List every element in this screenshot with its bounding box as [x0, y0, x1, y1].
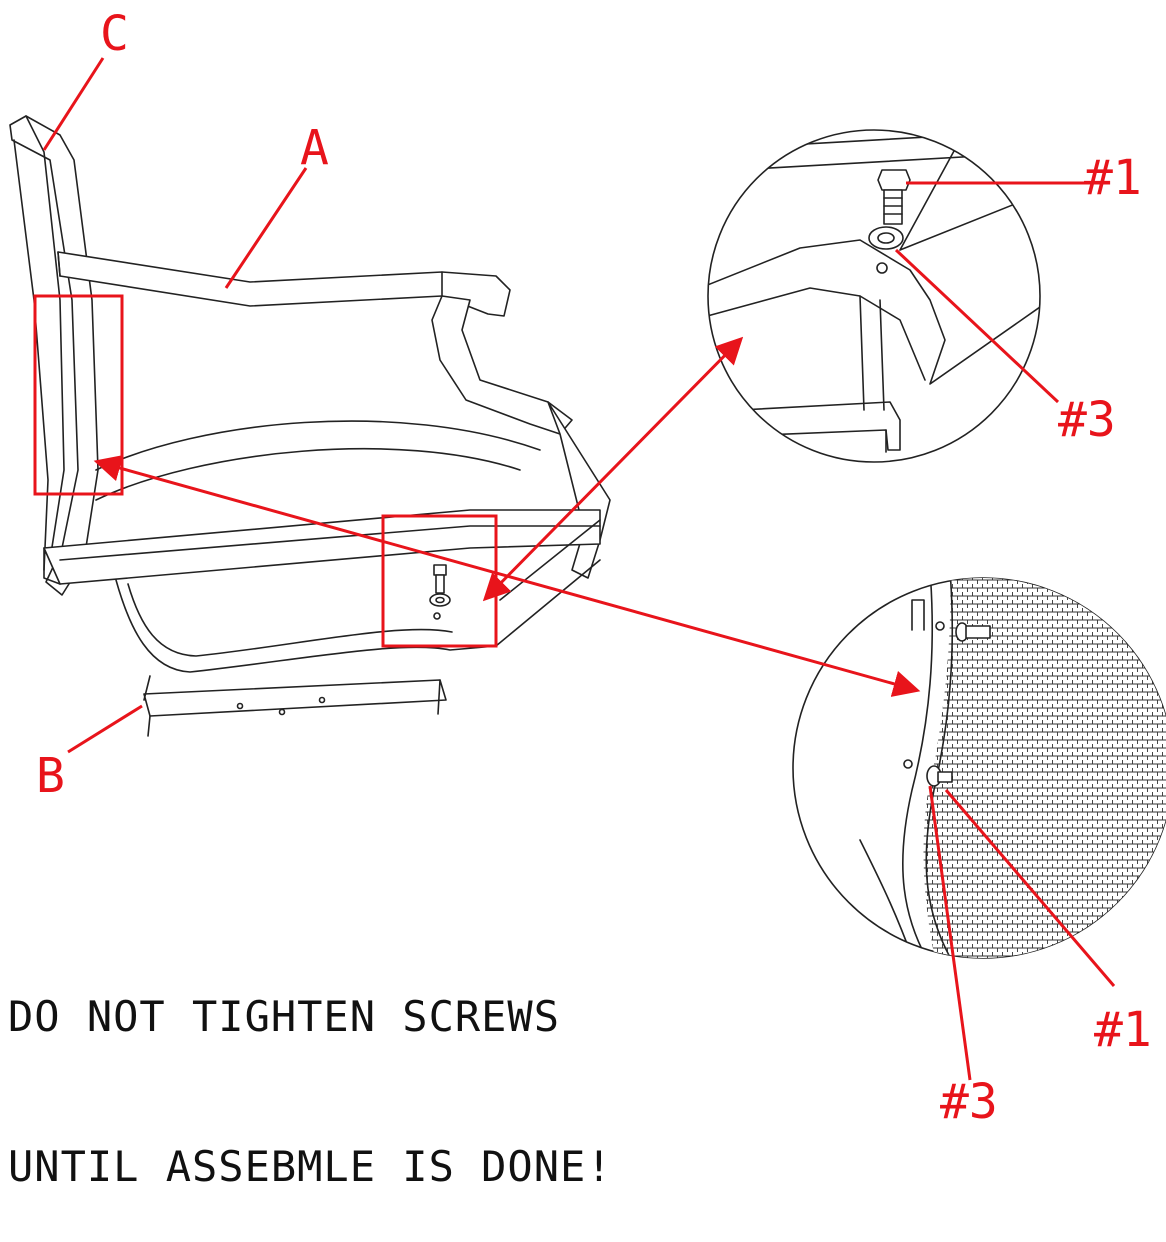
- label-part-b: B: [36, 748, 65, 804]
- bolt-1-lower-icon: [926, 622, 991, 787]
- detail-circle-back-joint: [792, 577, 1166, 959]
- warning-line-2: UNTIL ASSEBMLE IS DONE!: [8, 1142, 613, 1191]
- warning-line-1: DO NOT TIGHTEN SCREWS: [8, 992, 561, 1041]
- seat-frame: [43, 420, 601, 585]
- label-bottom-bolt: #1: [1094, 1002, 1152, 1058]
- chair-frame-drawing: [9, 115, 611, 737]
- label-top-washer: #3: [1058, 392, 1116, 448]
- label-bottom-washer: #3: [940, 1074, 998, 1127]
- washer-3-icon: [868, 226, 904, 250]
- arrow-arm-joint-to-detail: [482, 336, 744, 602]
- callouts: [42, 57, 1116, 1081]
- assembly-warning-note: DO NOT TIGHTEN SCREWS UNTIL ASSEBMLE IS …: [8, 892, 613, 1242]
- assembly-diagram: C A B #1 #3 #1 #3: [9, 6, 1166, 1127]
- detail-circle-arm-joint: [707, 129, 1041, 463]
- label-top-bolt: #1: [1084, 150, 1142, 206]
- bolt-1-icon: [877, 169, 911, 225]
- back-frame-c: [9, 115, 99, 596]
- back-joint-highlight-box: [33, 294, 124, 496]
- label-part-a: A: [300, 120, 329, 176]
- arrow-back-joint-to-detail: [93, 455, 921, 697]
- bolt-small-icon: [429, 564, 451, 620]
- label-part-c: C: [100, 6, 129, 62]
